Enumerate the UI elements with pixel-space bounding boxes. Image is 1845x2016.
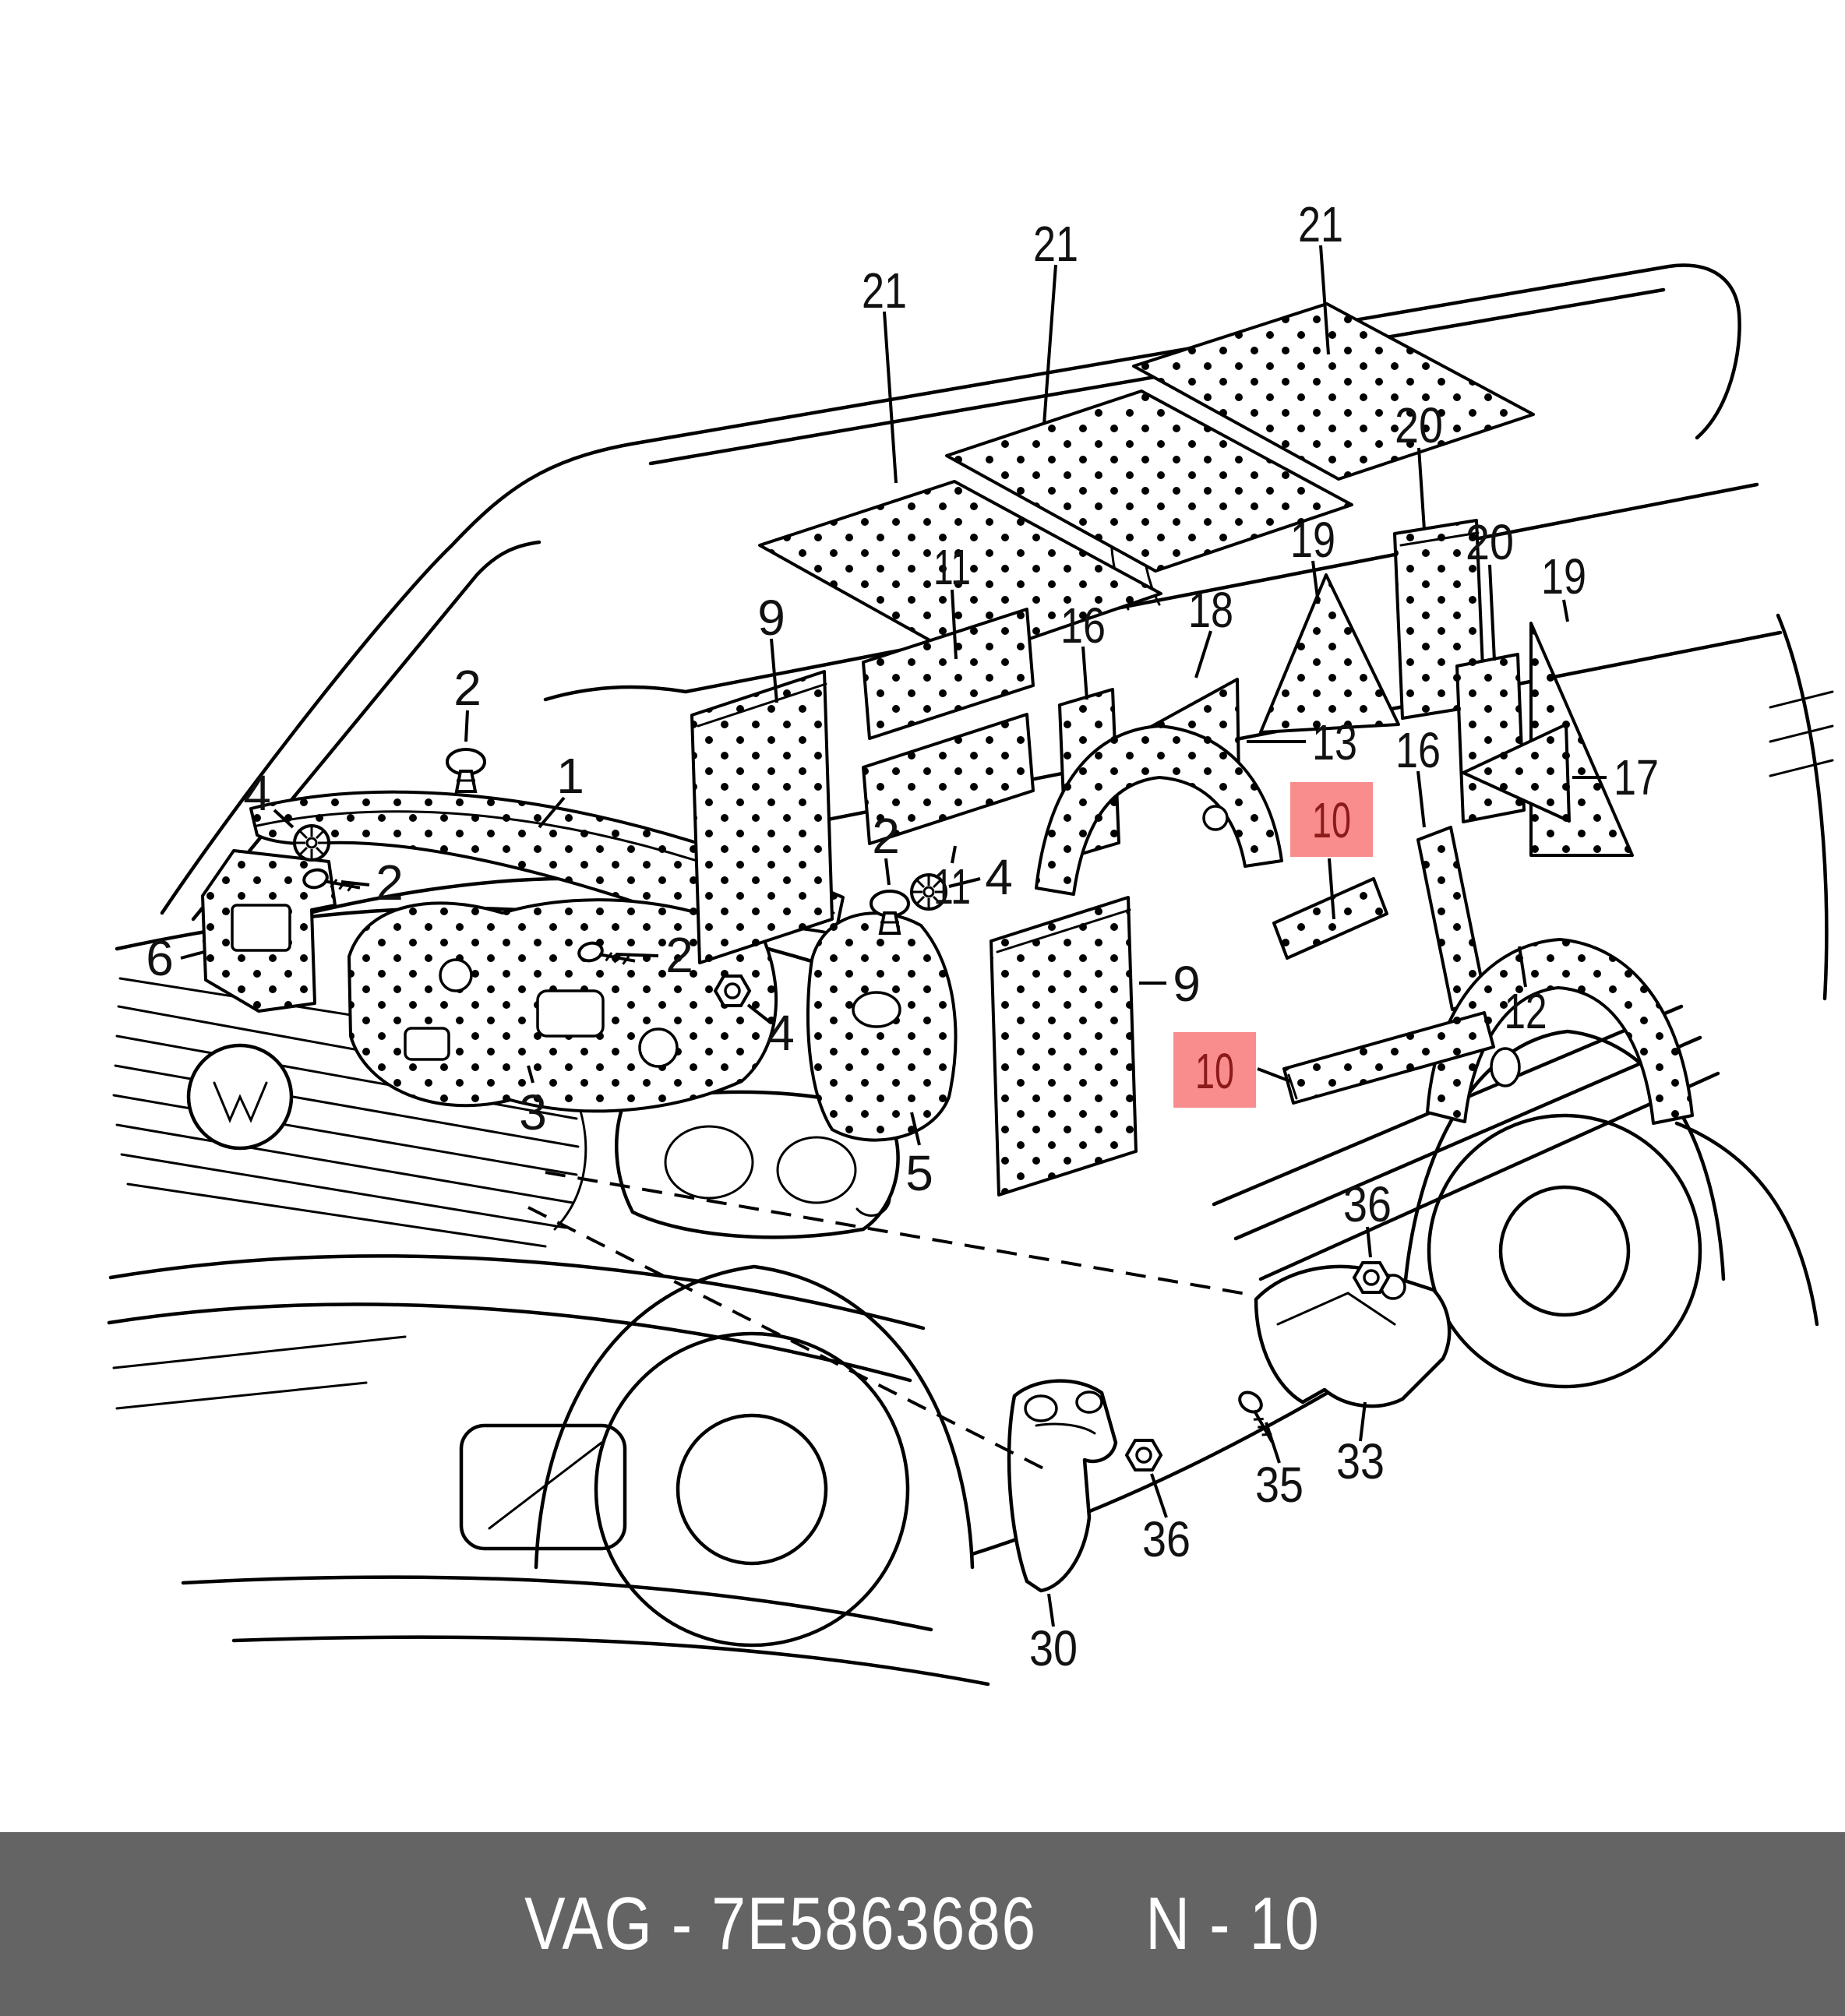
- callout-19-right: 19: [1541, 548, 1586, 604]
- callout-labels: 21 21 21 20 19 20 19 11 9 16 18 13 16 17…: [146, 196, 1659, 1676]
- part-roof-mat-left: [758, 480, 1162, 662]
- callout-11-lower: 11: [933, 858, 971, 915]
- callout-36-upper: 36: [1343, 1176, 1392, 1232]
- front-wheel: [534, 1264, 975, 1648]
- highlight-box-10-lower[interactable]: [1173, 1032, 1256, 1108]
- van-bumper: [107, 1254, 990, 1686]
- part-panel-9-front: [690, 670, 834, 964]
- part-bracket-30: [1007, 1379, 1118, 1593]
- callout-2-middle: 2: [665, 927, 693, 983]
- callout-10-highlighted-lower[interactable]: 10: [1195, 1043, 1234, 1099]
- clip-2-icon: [446, 748, 486, 793]
- part-bulkhead-mat-5: [806, 911, 958, 1142]
- part-strip-10-upper: [1272, 877, 1388, 960]
- part-wheelhouse-liner-12: [1426, 938, 1694, 1125]
- callout-20-upper: 20: [1395, 397, 1443, 453]
- callout-1: 1: [556, 748, 584, 804]
- callout-16-middle: 16: [1395, 722, 1441, 778]
- nut-36-icon: [1125, 1439, 1162, 1471]
- callout-2-right: 2: [872, 808, 900, 864]
- callout-9-front: 9: [757, 590, 785, 646]
- highlight-box-10-upper[interactable]: [1290, 782, 1373, 857]
- leader-lines: [180, 245, 1607, 1627]
- callout-6: 6: [146, 930, 174, 986]
- part-strip-11-upper: [862, 608, 1035, 740]
- callout-21-roof-right: 21: [1298, 196, 1343, 252]
- part-bulkhead-mat-3: [347, 898, 778, 1113]
- diagram-area: 21 21 21 20 19 20 19 11 9 16 18 13 16 17…: [107, 196, 1834, 1686]
- part-strip-10-lower: [1282, 1011, 1495, 1105]
- callout-2-left: 2: [376, 855, 404, 911]
- callout-30: 30: [1029, 1620, 1078, 1676]
- callout-12: 12: [1505, 983, 1547, 1039]
- callout-21-roof-middle: 21: [1033, 216, 1078, 272]
- callout-19-left: 19: [1290, 512, 1335, 568]
- callout-33: 33: [1336, 1433, 1385, 1489]
- nut-4-icon: [714, 975, 751, 1007]
- screw-35-icon: [1227, 1387, 1290, 1444]
- callout-9-rear: 9: [1173, 956, 1201, 1012]
- footer-bar: VAG - 7E5863686 N - 10: [0, 1832, 1845, 2016]
- part-cover-33: [1254, 1264, 1452, 1408]
- rear-wheel: [1400, 1029, 1726, 1389]
- part-roof-mat-right: [1132, 302, 1535, 481]
- callout-36-lower: 36: [1142, 1511, 1191, 1567]
- callout-21-roof-left: 21: [862, 263, 907, 319]
- callout-10-highlighted-upper[interactable]: 10: [1312, 792, 1351, 848]
- part-triangle-17: [1462, 723, 1571, 823]
- callout-35: 35: [1255, 1457, 1303, 1513]
- callout-4-left: 4: [243, 765, 271, 821]
- callout-4-middle: 4: [985, 849, 1013, 905]
- catalog-code: VAG - 7E5863686: [524, 1882, 1038, 1965]
- washer-4-icon: [293, 824, 330, 862]
- part-triangle-19-left: [1259, 573, 1400, 734]
- van-front-grille: [112, 977, 594, 1248]
- callout-18: 18: [1188, 582, 1233, 638]
- page-code: N - 10: [1145, 1882, 1321, 1965]
- callout-5: 5: [905, 1145, 933, 1201]
- callout-11-upper: 11: [933, 539, 971, 595]
- part-wheelhouse-liner-13: [1035, 724, 1283, 896]
- callout-13: 13: [1312, 714, 1357, 770]
- callout-3: 3: [519, 1084, 547, 1140]
- callout-2-windshield: 2: [453, 660, 482, 716]
- dashed-leader-to-33: [545, 1171, 1251, 1296]
- part-roof-mat-middle: [945, 389, 1353, 573]
- part-bracket-6: [201, 849, 337, 1013]
- nut-36-icon: [1353, 1261, 1390, 1294]
- part-panel-9-rear: [990, 896, 1138, 1197]
- callout-16-upper: 16: [1060, 597, 1106, 654]
- parts-diagram: 21 21 21 20 19 20 19 11 9 16 18 13 16 17…: [107, 196, 1834, 1686]
- footer-text: VAG - 7E5863686 N - 10: [524, 1881, 1320, 1967]
- callout-17: 17: [1614, 749, 1659, 805]
- callout-20-lower: 20: [1466, 514, 1514, 570]
- callout-4-lower: 4: [767, 1005, 795, 1061]
- part-strip-11-lower: [862, 713, 1035, 845]
- van-headlight: [615, 1090, 900, 1239]
